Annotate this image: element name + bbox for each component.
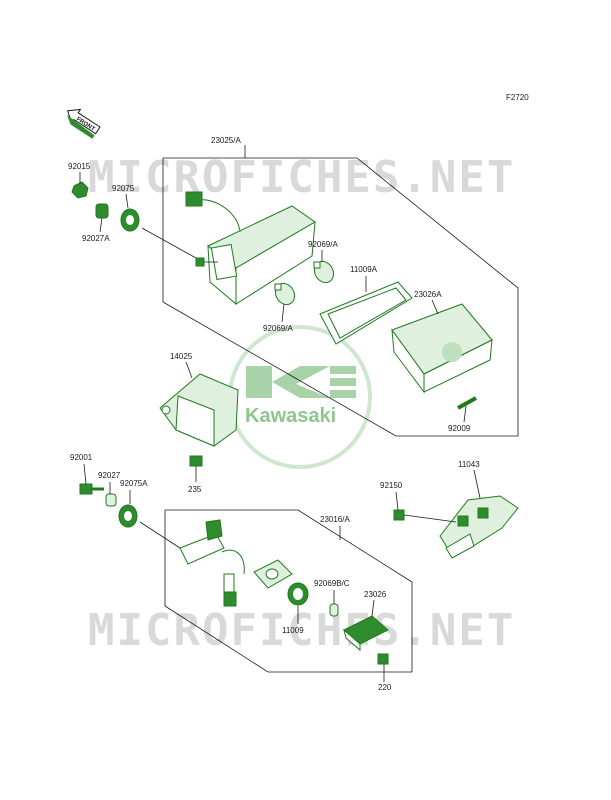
label-92075: 92075 (112, 184, 135, 193)
bulb-upper (313, 260, 335, 284)
license-lamp-base (179, 519, 293, 607)
label-92009: 92009 (448, 424, 471, 433)
bulb-92069bc (329, 603, 339, 617)
frame-upper (162, 157, 519, 437)
bulb-lower (274, 282, 296, 306)
watermark-bottom: MICROFICHES.NET (88, 605, 515, 656)
grommet-92075 (120, 208, 140, 232)
label-23026: 23026 (364, 590, 387, 599)
lens-23026 (343, 615, 389, 652)
frame-lower (164, 509, 413, 673)
screw-92009 (457, 396, 477, 410)
label-92027: 92027 (98, 471, 121, 480)
label-14025: 14025 (170, 352, 193, 361)
bolt-92150 (393, 509, 405, 521)
front-arrow: FRONT (66, 108, 101, 139)
logo-text: Kawasaki (245, 405, 336, 427)
label-92027a: 92027A (82, 234, 110, 243)
label-92069bc: 92069B/C (314, 579, 350, 588)
figure-code: F2720 (506, 93, 529, 102)
label-11043: 11043 (458, 460, 480, 469)
screw-235 (189, 455, 203, 467)
grommet-92075a (118, 504, 138, 528)
label-23016a: 23016/A (320, 515, 350, 524)
label-92069a-bottom: 92069/A (263, 324, 293, 333)
taillight-housing (185, 191, 316, 306)
label-92069a-top: 92069/A (308, 240, 338, 249)
watermark-top: MICROFICHES.NET (88, 152, 515, 203)
nut-92015 (71, 181, 89, 199)
label-23025a: 23025/A (211, 136, 241, 145)
label-11009: 11009 (282, 626, 304, 635)
lens-23026a (391, 303, 493, 394)
bracket-14025 (159, 373, 239, 447)
collar-92027 (105, 493, 117, 507)
label-92001: 92001 (70, 453, 93, 462)
screw-220 (377, 653, 389, 665)
label-92015: 92015 (68, 162, 91, 171)
label-92150: 92150 (380, 481, 403, 490)
label-235: 235 (188, 485, 202, 494)
license-bracket-11043 (439, 495, 519, 559)
label-220: 220 (378, 683, 392, 692)
screw-92001 (79, 483, 93, 495)
label-23026a: 23026A (414, 290, 442, 299)
kawasaki-logo: Kawasaki (228, 325, 372, 469)
label-92075a: 92075A (120, 479, 148, 488)
label-11009a: 11009A (350, 265, 378, 274)
collar-92027a (95, 203, 109, 219)
